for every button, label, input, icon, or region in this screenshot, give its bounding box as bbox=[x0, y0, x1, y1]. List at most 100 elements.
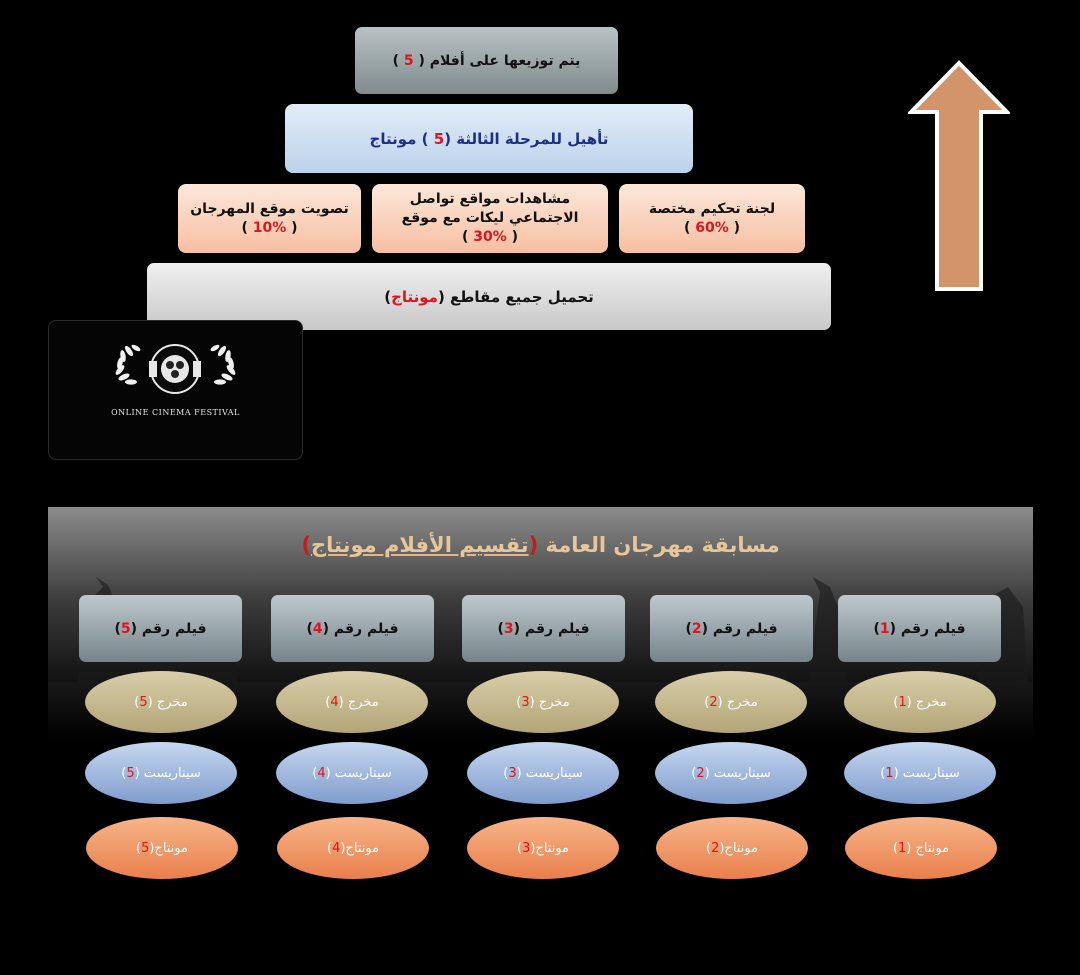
competition-bracket-open: ( bbox=[528, 533, 539, 557]
film-1-montage-number: 1 bbox=[898, 840, 907, 856]
film-2-number: 2 bbox=[691, 620, 702, 637]
criteria-jury-label: لجنة تحكيم مختصة bbox=[648, 200, 776, 217]
second-step-end: ) مونتاج bbox=[369, 129, 434, 148]
competition-bracket-close: ) bbox=[301, 533, 312, 557]
film-4-director-close: ) bbox=[325, 694, 331, 710]
film-2-montage-number: 2 bbox=[711, 840, 720, 856]
film-1-close: ) bbox=[873, 620, 880, 637]
film-2-close: ) bbox=[685, 620, 692, 637]
second-step-box: تأهيل للمرحلة الثالثة (5 ) مونتاج bbox=[285, 104, 693, 173]
film-4-scenarist-number: 4 bbox=[317, 765, 326, 781]
film-3-montage-close: ) bbox=[517, 840, 523, 856]
film-3-montage-label: مونتاج( bbox=[530, 840, 570, 856]
film-2-montage-label: مونتاج( bbox=[719, 840, 759, 856]
film-2-montage-close: ) bbox=[706, 840, 712, 856]
film-2-director-close: ) bbox=[704, 694, 710, 710]
film-1-label: فيلم رقم ( bbox=[889, 620, 966, 637]
film-3-montage-number: 3 bbox=[522, 840, 531, 856]
film-4-director-number: 4 bbox=[330, 694, 339, 710]
film-1-director-close: ) bbox=[893, 694, 899, 710]
laurel-wreath-icon bbox=[115, 344, 236, 394]
film-1-scenarist-number: 1 bbox=[885, 765, 894, 781]
film-4-montage-number: 4 bbox=[332, 840, 341, 856]
film-4-director-label: مخرج ( bbox=[338, 694, 379, 710]
logo-text: ONLINE CINEMA FESTIVAL bbox=[111, 408, 240, 417]
film-4-scenarist-close: ) bbox=[312, 765, 318, 781]
film-1-header: فيلم رقم ( 1 ) bbox=[838, 595, 1001, 662]
film-3-director-close: ) bbox=[516, 694, 522, 710]
film-1-montage-label: مونتاج ( bbox=[906, 840, 950, 856]
film-3-montage: مونتاج( 3 ) bbox=[467, 817, 619, 879]
film-5-montage-number: 5 bbox=[141, 840, 150, 856]
base-step-text: تحميل جميع مقاطع ( bbox=[437, 287, 594, 306]
criteria-jury-close: ) bbox=[683, 219, 696, 236]
film-3-header: فيلم رقم ( 3 ) bbox=[462, 595, 625, 662]
film-4-montage: مونتاج( 4 ) bbox=[277, 817, 429, 879]
film-5-director-number: 5 bbox=[139, 694, 148, 710]
base-step-highlight: مونتاج bbox=[391, 287, 438, 306]
criteria-jury-value: 60% bbox=[695, 219, 729, 236]
film-1-scenarist-close: ) bbox=[880, 765, 886, 781]
film-2-scenarist-number: 2 bbox=[696, 765, 705, 781]
criteria-social-value: 30% bbox=[473, 229, 507, 245]
film-5-scenarist-close: ) bbox=[121, 765, 127, 781]
festival-logo: ONLINE CINEMA FESTIVAL bbox=[48, 320, 303, 460]
film-3-close: ) bbox=[497, 620, 504, 637]
film-1-montage: مونتاج ( 1 ) bbox=[845, 817, 997, 879]
base-step-box: تحميل جميع مقاطع (مونتاج) bbox=[147, 263, 831, 330]
film-1-director-label: مخرج ( bbox=[906, 694, 947, 710]
film-3-scenarist-close: ) bbox=[503, 765, 509, 781]
film-4-number: 4 bbox=[312, 620, 323, 637]
film-4-label: فيلم رقم ( bbox=[322, 620, 399, 637]
second-step-number: 5 bbox=[433, 129, 445, 148]
film-2-director-label: مخرج ( bbox=[717, 694, 758, 710]
competition-title: مسابقة مهرجان العامة (تقسيم الأفلام مونت… bbox=[48, 533, 1033, 557]
criteria-vote-close: ) bbox=[241, 219, 253, 236]
film-2-director: مخرج ( 2 ) bbox=[655, 671, 807, 733]
film-5-montage-close: ) bbox=[136, 840, 142, 856]
film-3-director: مخرج ( 3 ) bbox=[467, 671, 619, 733]
film-1-number: 1 bbox=[879, 620, 890, 637]
film-3-director-label: مخرج ( bbox=[529, 694, 570, 710]
film-5-scenarist-label: سيناريست ( bbox=[134, 765, 201, 781]
film-2-scenarist: سيناريست ( 2 ) bbox=[655, 742, 807, 804]
film-4-header: فيلم رقم ( 4 ) bbox=[271, 595, 434, 662]
base-step-end: ) bbox=[384, 287, 392, 306]
criteria-social-close: ) bbox=[461, 229, 474, 245]
criteria-social-open: ( bbox=[506, 229, 519, 245]
film-5-label: فيلم رقم ( bbox=[130, 620, 207, 637]
film-4-scenarist-label: سيناريست ( bbox=[325, 765, 392, 781]
criteria-vote-value: 10% bbox=[252, 219, 287, 236]
film-2-scenarist-close: ) bbox=[691, 765, 697, 781]
film-3-scenarist: سيناريست ( 3 ) bbox=[467, 742, 619, 804]
film-1-scenarist-label: سيناريست ( bbox=[893, 765, 960, 781]
film-2-scenarist-label: سيناريست ( bbox=[704, 765, 771, 781]
criteria-jury-box: لجنة تحكيم مختصة ( 60% ) bbox=[619, 184, 805, 253]
film-5-scenarist-number: 5 bbox=[126, 765, 135, 781]
film-4-director: مخرج ( 4 ) bbox=[276, 671, 428, 733]
film-4-montage-close: ) bbox=[327, 840, 333, 856]
film-5-montage: مونتاج( 5 ) bbox=[86, 817, 238, 879]
film-2-header: فيلم رقم ( 2 ) bbox=[650, 595, 813, 662]
film-4-scenarist: سيناريست ( 4 ) bbox=[276, 742, 428, 804]
film-3-number: 3 bbox=[503, 620, 514, 637]
film-5-montage-label: مونتاج( bbox=[149, 840, 189, 856]
film-1-scenarist: سيناريست ( 1 ) bbox=[844, 742, 996, 804]
up-arrow-icon bbox=[908, 60, 1010, 291]
film-1-director-number: 1 bbox=[898, 694, 907, 710]
film-3-director-number: 3 bbox=[521, 694, 530, 710]
film-4-montage-label: مونتاج( bbox=[340, 840, 380, 856]
criteria-vote-open: ( bbox=[286, 219, 298, 236]
film-2-director-number: 2 bbox=[709, 694, 718, 710]
film-5-header: فيلم رقم ( 5 ) bbox=[79, 595, 242, 662]
film-3-scenarist-number: 3 bbox=[508, 765, 517, 781]
film-1-montage-close: ) bbox=[892, 840, 899, 856]
criteria-vote-label: تصويت موقع المهرجان bbox=[190, 200, 349, 217]
film-2-montage: مونتاج( 2 ) bbox=[656, 817, 808, 879]
film-5-director-label: مخرج ( bbox=[147, 694, 188, 710]
criteria-social-box: مشاهدات مواقع تواصل الاجتماعي ليكات مع م… bbox=[372, 184, 608, 253]
film-4-close: ) bbox=[306, 620, 313, 637]
top-step-number: 5 bbox=[403, 52, 414, 69]
top-step-box: يتم توزيعها على أفلام ( 5 ) bbox=[355, 27, 618, 94]
film-5-scenarist: سيناريست ( 5 ) bbox=[85, 742, 237, 804]
